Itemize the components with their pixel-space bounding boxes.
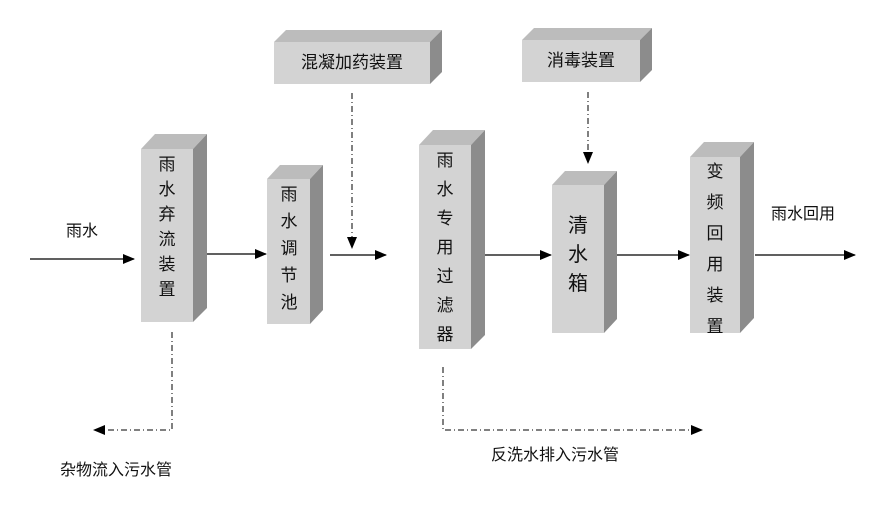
vfd-reuse-box: 变频回用装置	[690, 142, 754, 337]
disinfection-label: 消毒装置	[547, 51, 615, 71]
rain-discard-label: 雨水弃流装置	[159, 155, 176, 300]
rain-regulating-pool-label: 雨水调节池	[281, 185, 298, 313]
clear-water-tank-label: 清水箱	[568, 213, 588, 295]
debris-drain-line	[93, 332, 173, 435]
rain-filter-label: 雨水专用过滤器	[437, 151, 454, 345]
rain-discard-box: 雨水弃流装置	[141, 134, 207, 322]
coagulant-dosing-box: 混凝加药装置	[274, 30, 442, 84]
clear-water-tank-box: 清水箱	[552, 171, 617, 333]
rain-in-label: 雨水	[66, 221, 98, 240]
vfd-reuse-label: 变频回用装置	[707, 162, 724, 337]
backwash-drain-line	[442, 367, 703, 435]
rain-reuse-label: 雨水回用	[771, 204, 835, 223]
rain-regulating-pool-box: 雨水调节池	[267, 165, 323, 324]
debris-to-sewer-label: 杂物流入污水管	[60, 460, 172, 479]
rain-filter-box: 雨水专用过滤器	[419, 130, 485, 349]
disinfection-box: 消毒装置	[522, 28, 652, 82]
coagulant-dosing-label: 混凝加药装置	[301, 53, 403, 73]
backwash-to-sewer-label: 反洗水排入污水管	[491, 445, 619, 464]
